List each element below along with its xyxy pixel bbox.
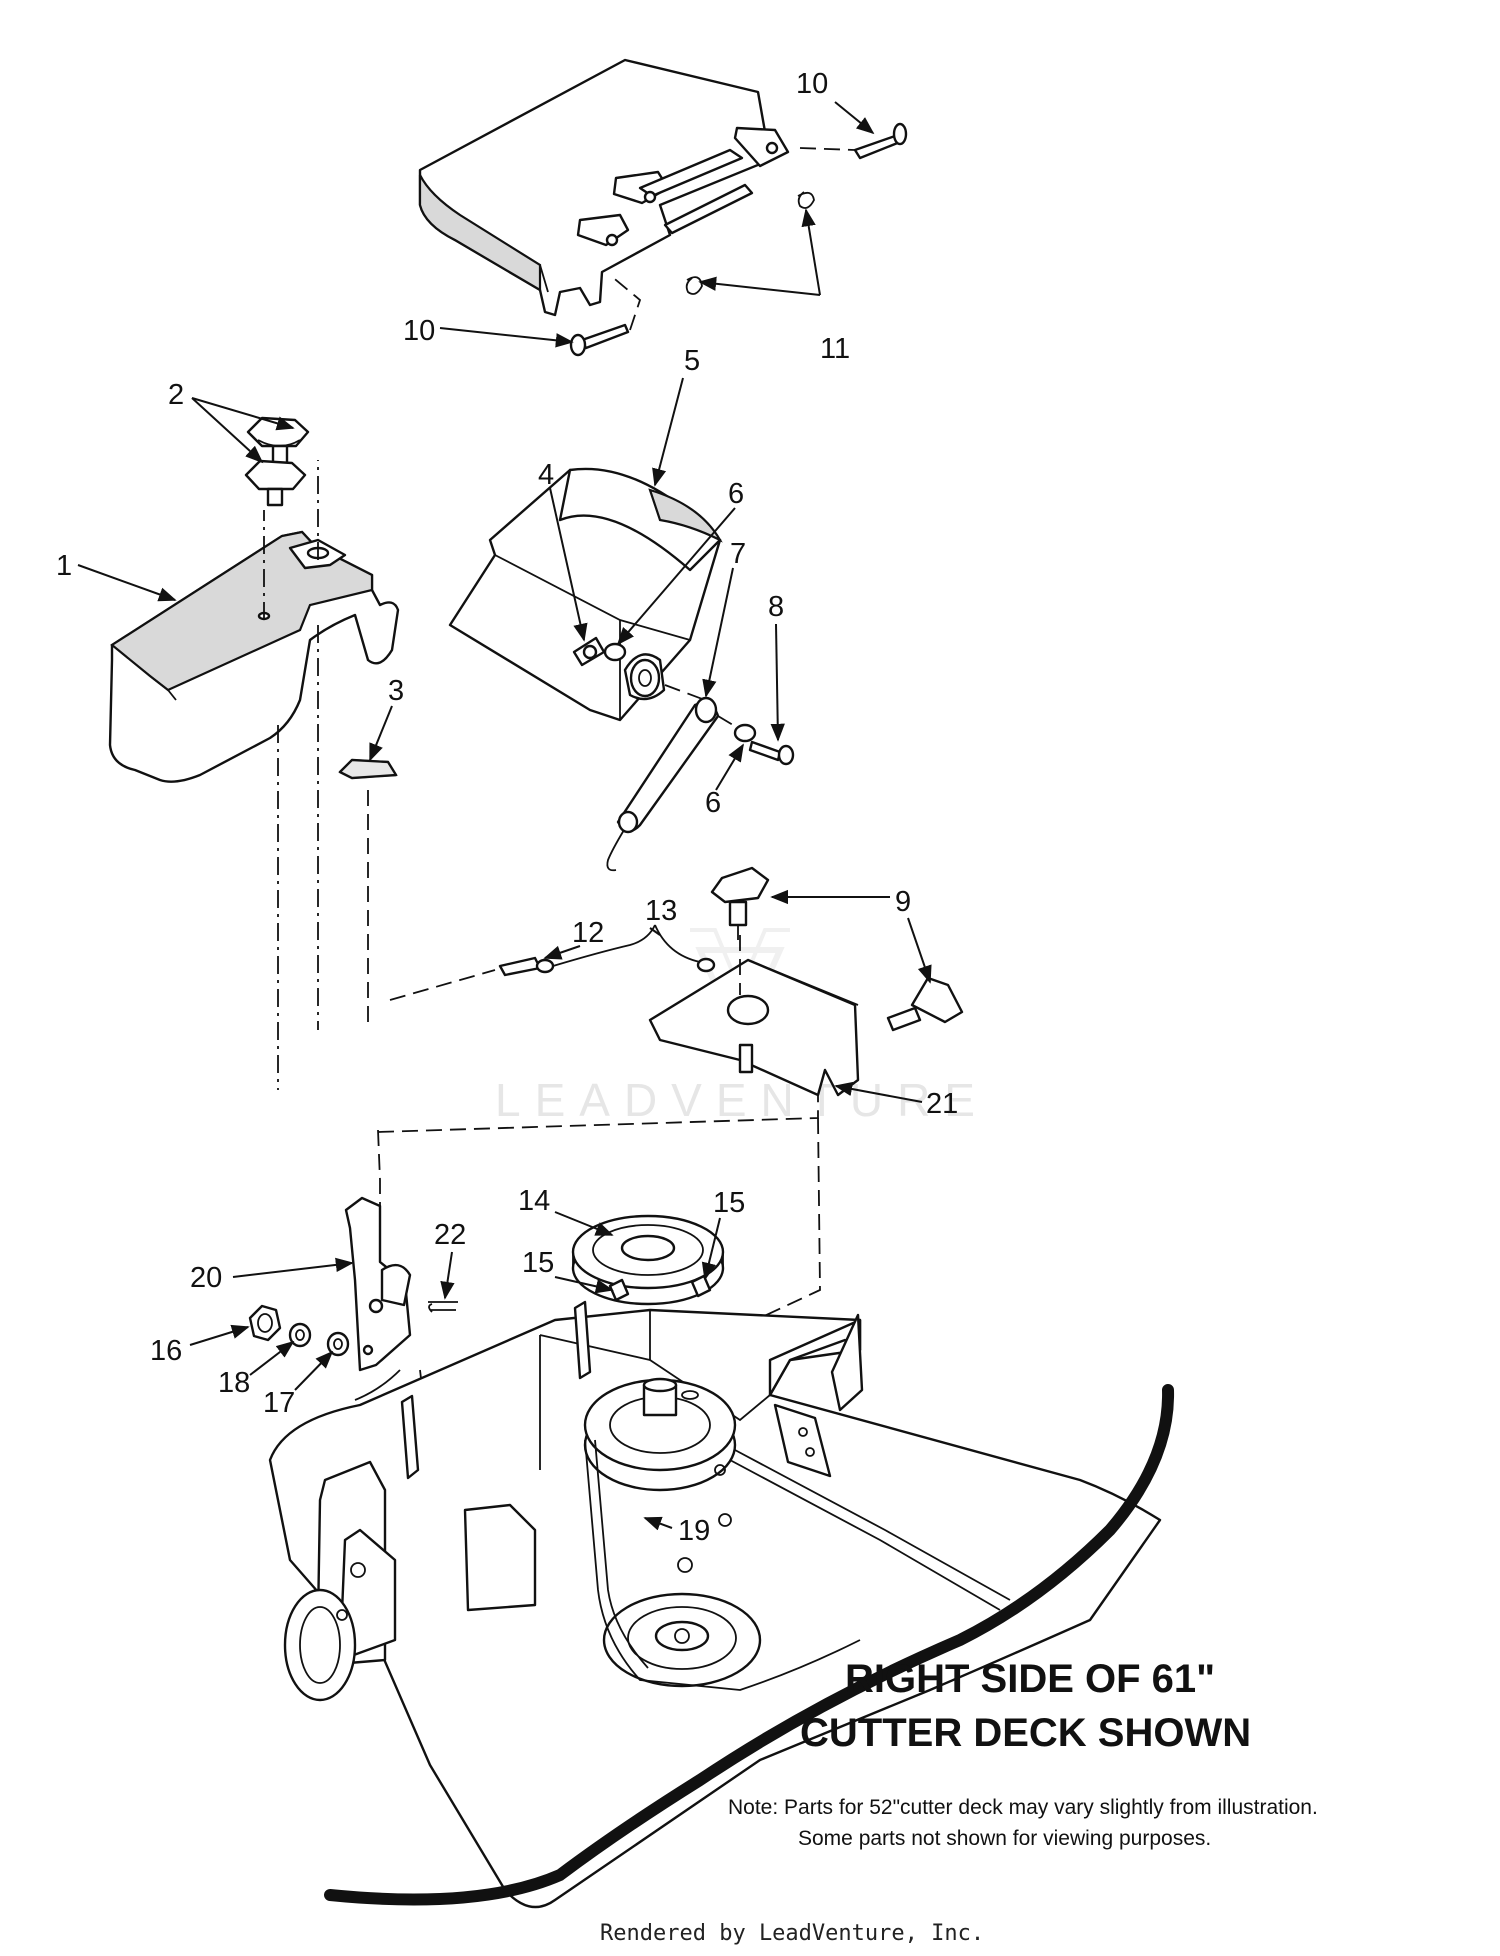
part-11-clip-lower [685,276,703,295]
deflector-top [418,58,790,317]
callout-4: 4 [538,459,554,491]
part-3-block [338,758,398,780]
cutter-deck [268,1300,1162,1909]
callout-15-lower: 15 [522,1247,554,1279]
part-17-washer [326,1331,350,1357]
note-line-2: Some parts not shown for viewing purpose… [798,1827,1211,1850]
part-6-washer-a [603,642,627,662]
callout-20: 20 [190,1262,222,1294]
callout-6-lower: 6 [705,787,721,819]
part-9-knob-side [886,976,964,1032]
part-15-setscrew-a [608,1278,630,1302]
callout-11: 11 [820,333,850,365]
callout-1: 1 [56,550,72,582]
callout-10-upper: 10 [796,68,828,100]
part-13-cable [552,924,716,973]
callout-3: 3 [388,675,404,707]
callout-22: 22 [434,1219,466,1251]
part-2-knob-b [244,459,307,507]
callout-8: 8 [768,591,784,623]
part-18-lockwasher [288,1322,312,1348]
callout-5: 5 [684,345,700,377]
callout-13: 13 [645,895,677,927]
guide-line [389,969,496,1001]
guide-line [609,274,642,331]
part-6-washer-b [733,723,757,743]
guide-line [744,1117,821,1326]
callout-18: 18 [218,1367,250,1399]
diagram-heading-line-2: CUTTER DECK SHOWN [800,1711,1251,1755]
part-22-pin [428,1301,458,1313]
callout-17: 17 [263,1387,295,1419]
part-7-rod [606,696,720,872]
callout-6-upper: 6 [728,478,744,510]
diagram-heading-line-1: RIGHT SIDE OF 61" [845,1657,1215,1701]
part-1-side-cover [108,530,400,783]
render-credit: Rendered by LeadVenture, Inc. [600,1921,984,1946]
part-11-clip-upper [797,191,815,209]
callout-14: 14 [518,1185,550,1217]
callout-9: 9 [895,886,911,918]
part-20-bracket [344,1196,412,1372]
callout-12: 12 [572,917,604,949]
part-10-pin-lower [569,323,630,357]
chute-pivot-boss [623,653,666,701]
part-16-nut [248,1304,282,1342]
guide-line [717,715,739,729]
guide-line [664,684,706,701]
note-line-1: Note: Parts for 52"cutter deck may vary … [728,1796,1318,1819]
part-9-knob-top [710,866,770,940]
callout-7: 7 [730,538,746,570]
part-15-setscrew-b [690,1274,712,1298]
part-12-clip [498,956,555,977]
callout-21: 21 [926,1088,958,1120]
callout-16: 16 [150,1335,182,1367]
part-21-plate [648,958,860,1097]
part-8-bolt [748,740,795,766]
deck-cutaway-curve [324,1384,1175,1906]
callout-10-lower: 10 [403,315,435,347]
leader-lines [77,101,932,1531]
guide-line [799,147,856,151]
callout-15-upper: 15 [713,1187,745,1219]
callout-2: 2 [168,379,184,411]
callout-labels: 10 10 11 5 2 4 6 7 8 1 3 6 9 12 13 21 14… [56,68,958,1547]
callout-19: 19 [678,1515,710,1547]
part-10-pin-upper [853,122,908,160]
watermark-text: LEADVENTURE [495,1074,989,1126]
part-5-chute [448,467,723,722]
